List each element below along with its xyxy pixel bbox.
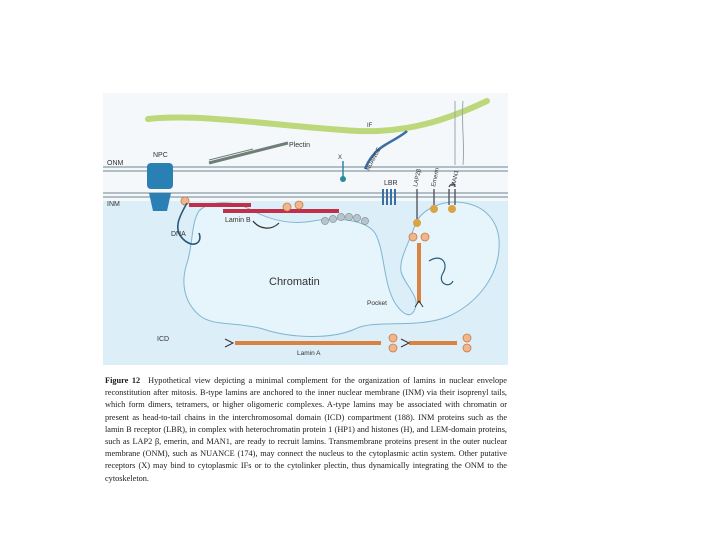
if-vertical-filament-right — [461, 100, 465, 166]
emerin-label: Emerin — [431, 168, 441, 188]
intermediate-filament — [145, 98, 490, 135]
lamin-b-dimer-1 — [189, 203, 251, 207]
chromatin-label: Chromatin — [269, 276, 320, 288]
lbr-label: LBR — [384, 180, 398, 187]
nuance-label: NUANCE — [365, 147, 382, 172]
lamin-a-icd-tail-1 — [224, 338, 235, 348]
plectin-molecule — [208, 141, 289, 165]
icd-label: ICD — [157, 336, 169, 343]
onm-label: ONM — [107, 160, 124, 167]
lamin-a-pocket-tail — [414, 300, 424, 308]
nuance-protein — [363, 130, 408, 170]
lamin-a-icd-chain-2 — [409, 341, 457, 345]
lamin-a-pocket-head-1 — [408, 232, 418, 242]
lamin-b-dimer-2 — [223, 209, 339, 213]
man1-lem-domain — [448, 205, 456, 213]
npc-label: NPC — [153, 152, 168, 159]
hp1-histone-cluster — [321, 213, 369, 225]
dna-label: DNA — [171, 231, 186, 238]
figure-number: Figure 12 — [105, 376, 141, 385]
receptor-x-knob — [340, 176, 346, 182]
lamin-b-head-2 — [282, 202, 292, 212]
x-label: X — [338, 155, 342, 161]
man1-protein — [448, 183, 456, 205]
man1-label: MAN1 — [451, 169, 460, 187]
nuclear-pore-base — [149, 193, 171, 211]
pocket-dna-loop — [428, 257, 454, 286]
lap2b-label: LAP2β — [413, 168, 423, 188]
lamin-b-head-1 — [180, 196, 190, 206]
plectin-arm — [208, 148, 254, 161]
lbr-transmembrane-coil — [382, 189, 396, 205]
lamin-a-icd-chain-1 — [235, 341, 381, 345]
caption-text: Hypothetical view depicting a minimal co… — [105, 376, 507, 483]
inm-label: INM — [107, 201, 120, 208]
lamin-a-icd-head-2 — [388, 343, 398, 353]
lamin-b-head-3 — [294, 200, 304, 210]
lamin-a-icd-head-3 — [462, 333, 472, 343]
lamin-a-pocket-head-2 — [420, 232, 430, 242]
emerin-lem-domain — [430, 205, 438, 213]
lamin-b-flex-arrow — [252, 220, 280, 229]
nuclear-envelope-diagram: ONM NPC INM DNA Plectin IF X NUANCE LBR … — [103, 93, 508, 365]
nuclear-pore-complex — [147, 163, 173, 189]
lamin-a-icd-head-1 — [388, 333, 398, 343]
lamin-a-icd-head-4 — [462, 343, 472, 353]
pocket-label: Pocket — [367, 300, 387, 307]
lamin-b-label: Lamin B — [225, 217, 251, 224]
lap2b-lem-domain — [413, 219, 421, 227]
dna-strand — [176, 202, 201, 245]
plectin-label: Plectin — [289, 142, 310, 149]
lamin-a-icd-tail-2 — [400, 338, 411, 348]
lamin-a-label: Lamin A — [297, 350, 321, 357]
if-label: IF — [367, 123, 373, 129]
